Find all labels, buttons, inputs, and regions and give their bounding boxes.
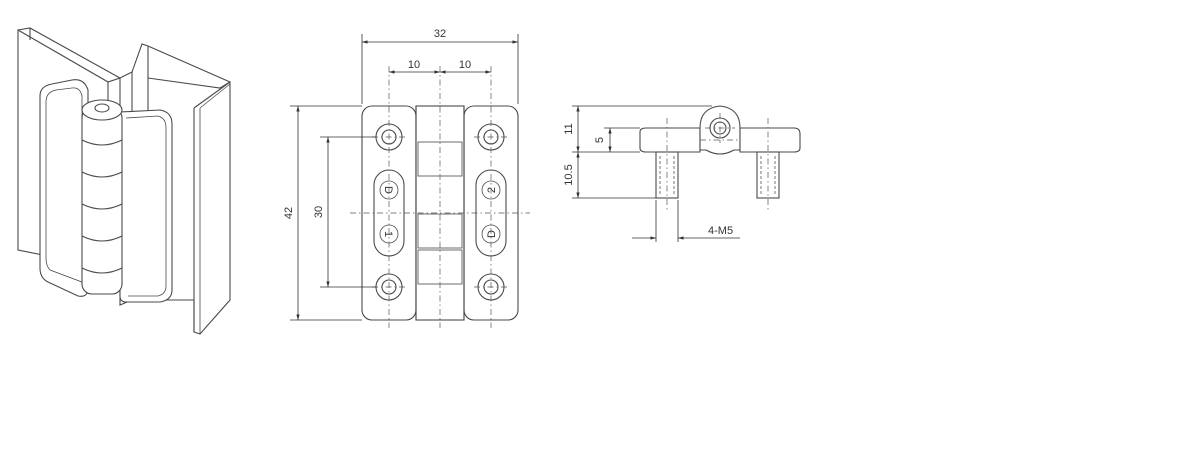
dimension-total-height: 11 [563, 123, 575, 134]
dimension-leaf-thickness: 5 [594, 137, 606, 143]
dimension-hole-offset-right: 10 [459, 59, 471, 71]
slot-label: 1 [382, 231, 394, 237]
dimension-hole-spacing: 30 [313, 206, 325, 218]
side-view-dimensions: 11 5 10.5 4-M5 [563, 105, 740, 242]
front-view: D 1 2 D [350, 66, 530, 328]
dimension-stud-spec: 4-M5 [708, 225, 733, 237]
dimension-hole-offset-left: 10 [408, 59, 420, 71]
slot-label: D [382, 186, 394, 194]
dimension-overall-height: 42 [283, 207, 295, 219]
dimension-overall-width: 32 [434, 28, 446, 40]
isometric-view [17, 27, 231, 335]
slot-label: D [486, 230, 498, 238]
dimension-stud-length: 10.5 [563, 164, 575, 185]
front-view-dimensions: 32 10 10 42 30 [283, 28, 519, 321]
slot-label: 2 [486, 187, 498, 193]
side-view [639, 105, 801, 210]
